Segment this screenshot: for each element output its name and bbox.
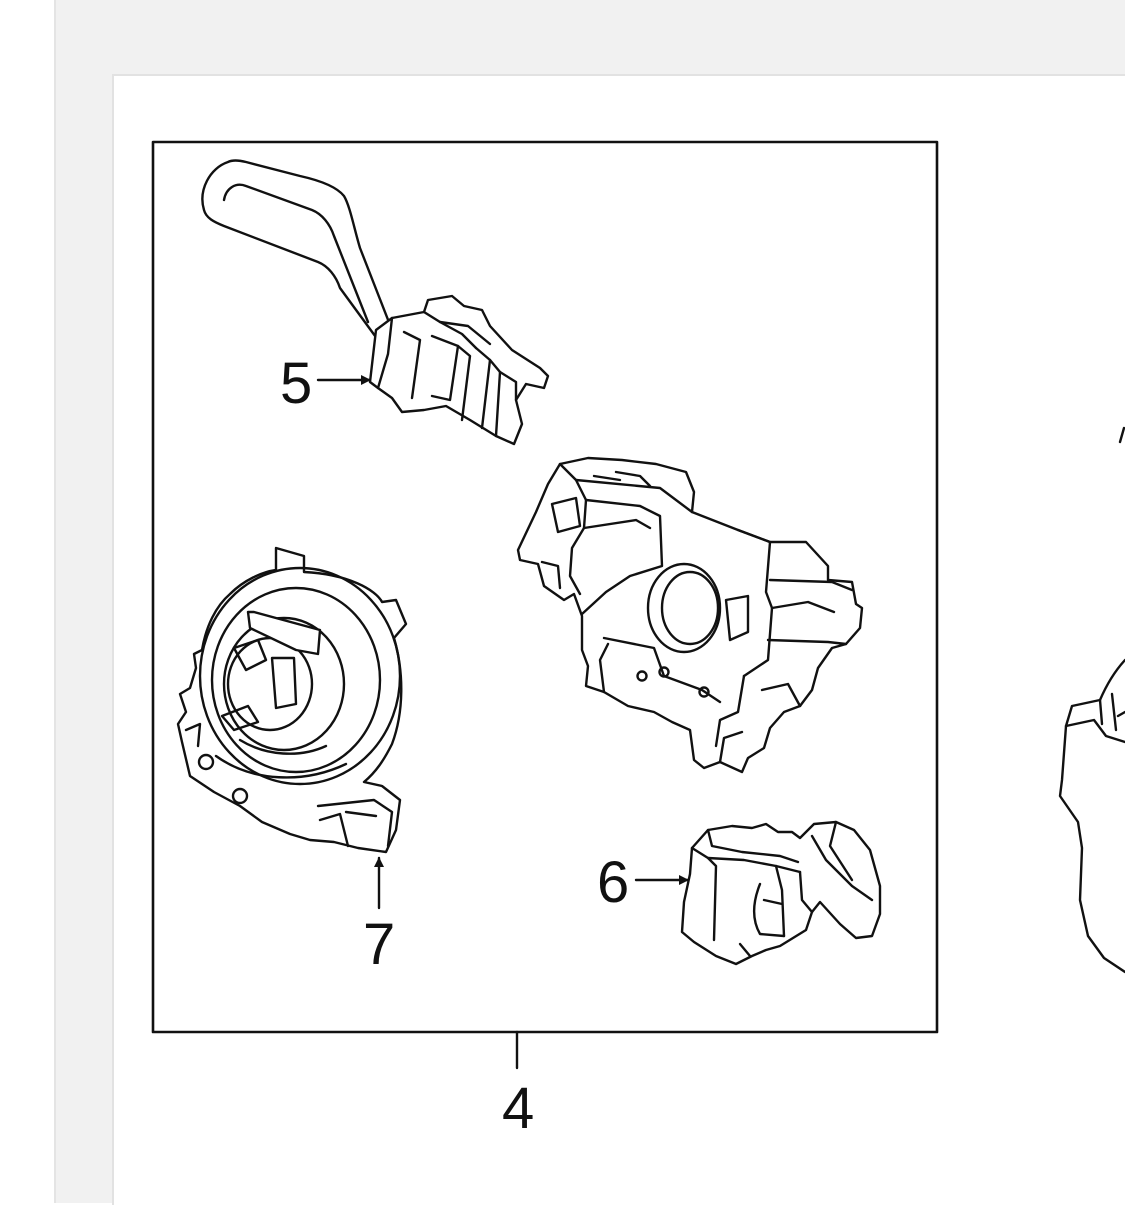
callout-4: 4 (502, 1076, 534, 1141)
column-switch-housing (516, 456, 864, 774)
part-6-wiper-switch (680, 820, 882, 966)
part-7-clock-spring (176, 546, 408, 854)
callout-7: 7 (363, 912, 395, 977)
callout-5: 5 (280, 351, 312, 416)
part-5-turn-signal-switch (201, 159, 550, 446)
callout-6: 6 (597, 850, 629, 915)
partial-column-part (1058, 426, 1125, 974)
